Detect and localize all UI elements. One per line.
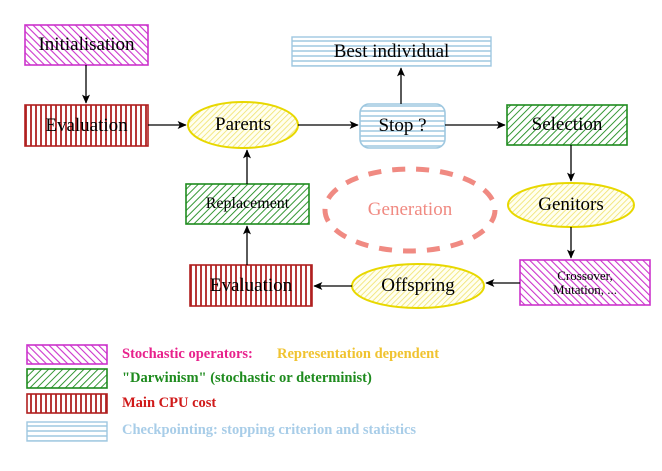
node-selection-shape <box>506 104 628 146</box>
node-replacement-shape <box>185 183 310 225</box>
node-parents-shape <box>187 101 299 149</box>
legend-swatch-2 <box>26 393 108 414</box>
legend-swatch-3 <box>26 421 108 442</box>
node-generation-shape <box>322 166 498 254</box>
legend-swatch-0 <box>26 344 108 365</box>
legend-label-1: "Darwinism" (stochastic or determinist) <box>122 370 372 386</box>
node-stop-shape <box>359 103 446 149</box>
node-evaluation-top-shape <box>24 104 149 147</box>
node-initialisation-shape <box>24 24 149 66</box>
node-genitors-shape <box>507 182 635 228</box>
legend-label-3: Checkpointing: stopping criterion and st… <box>122 422 417 438</box>
legend-label-0a: Stochastic operators: <box>122 346 253 362</box>
node-evaluation-bottom-shape <box>189 264 313 307</box>
node-best-individual-shape <box>291 36 492 67</box>
legend-label-0b: Representation dependent <box>277 346 440 362</box>
node-crossover-mutation-shape <box>519 259 651 306</box>
node-offspring-shape <box>351 263 485 309</box>
legend-swatch-1 <box>26 368 108 389</box>
legend-label-2: Main CPU cost <box>122 395 217 411</box>
